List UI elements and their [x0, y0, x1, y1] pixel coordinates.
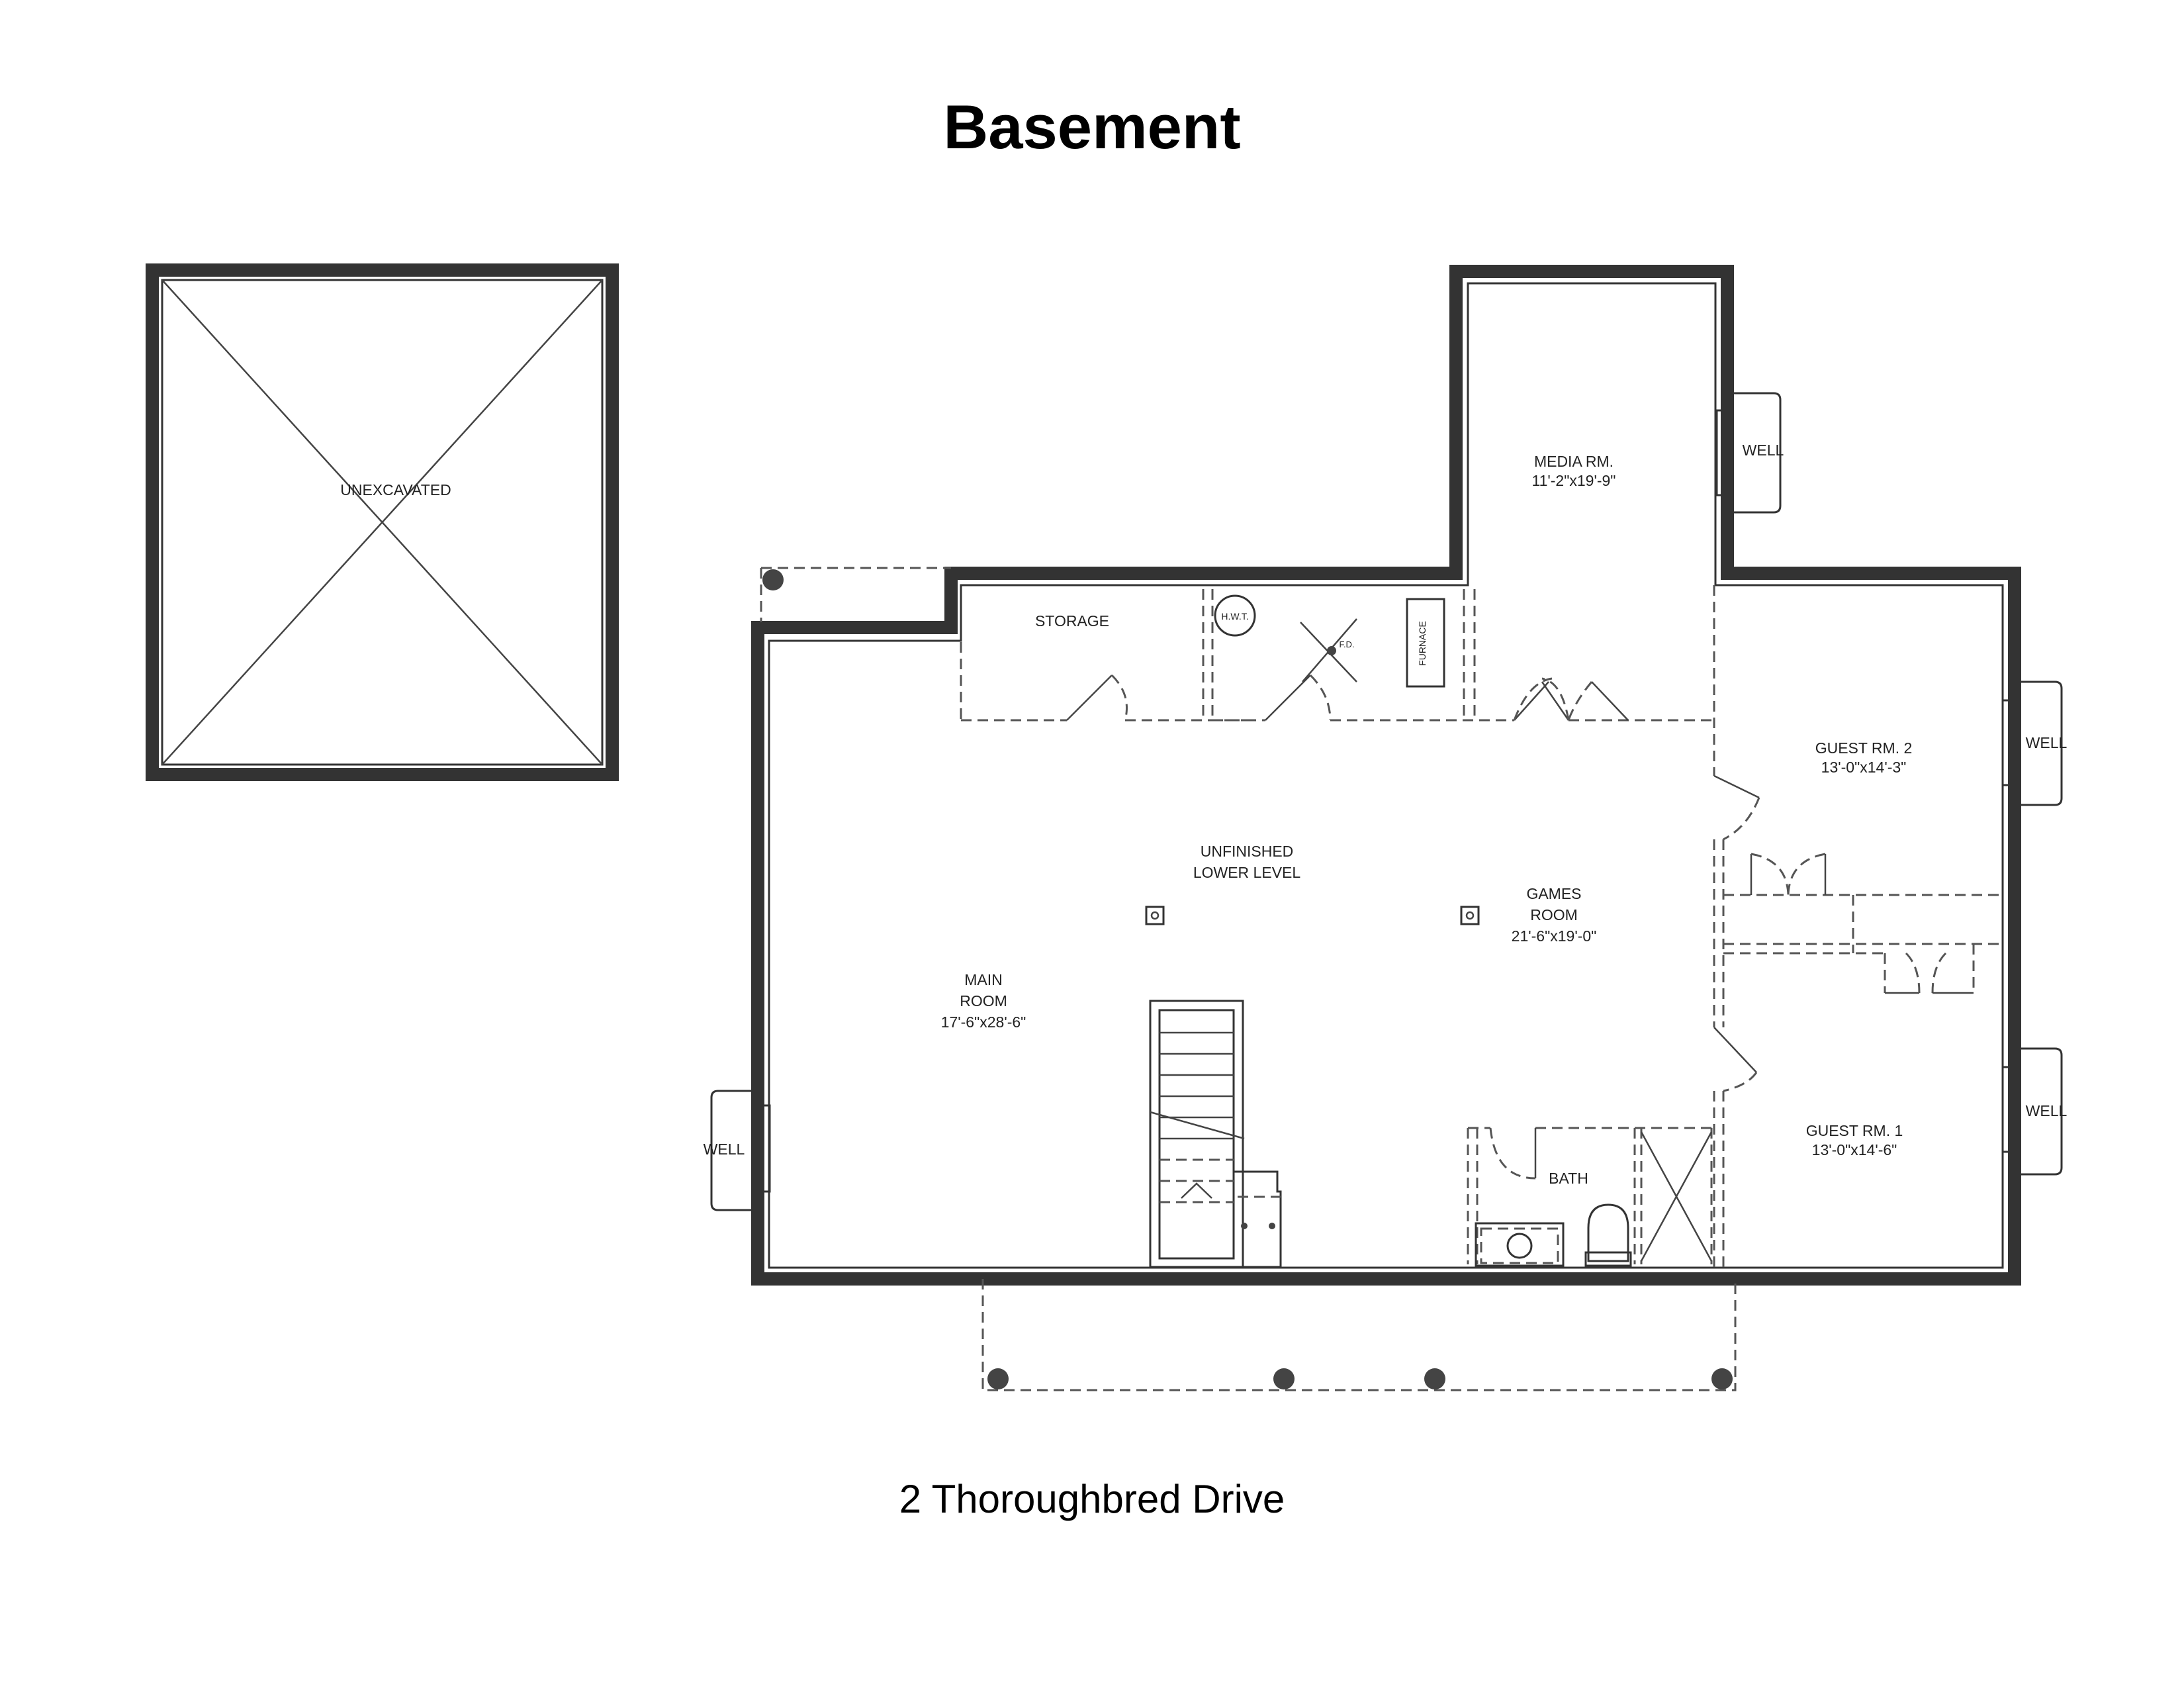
main-room-line-2: ROOM	[960, 992, 1007, 1009]
guest-room-2-name: GUEST RM. 2	[1815, 739, 1913, 757]
unfinished-line-1: UNFINISHED	[1201, 843, 1294, 860]
guest-partitions	[1713, 585, 2003, 1268]
guest-room-1-dims: 13'-0"x14'-6"	[1812, 1141, 1897, 1158]
games-room-line-1: GAMES	[1526, 885, 1581, 902]
well-guest1: WELL	[2001, 1047, 2068, 1176]
bath-label: BATH	[1549, 1170, 1588, 1187]
guest-room-2-dims: 13'-0"x14'-3"	[1821, 759, 1907, 776]
storage-row: H.W.T. F.D. FURNACE	[960, 589, 1714, 722]
well-guest2: WELL	[2001, 680, 2068, 806]
games-room-line-2: ROOM	[1530, 906, 1578, 923]
staircase	[1149, 1000, 1282, 1268]
media-room-name: MEDIA RM.	[1534, 453, 1614, 470]
floor-drains	[1145, 906, 1480, 925]
front-porch	[981, 1279, 1737, 1391]
house-outline	[751, 265, 2021, 1286]
storage-label: STORAGE	[1035, 612, 1109, 630]
well-main: WELL	[704, 1090, 771, 1211]
hwt-label: H.W.T.	[1221, 611, 1248, 622]
games-room-dims: 21'-6"x19'-0"	[1512, 927, 1597, 945]
well-label: WELL	[704, 1141, 745, 1158]
well-label: WELL	[2026, 734, 2068, 751]
address-caption: 2 Thoroughbred Drive	[899, 1477, 1285, 1521]
well-label: WELL	[1743, 442, 1784, 459]
unfinished-line-2: LOWER LEVEL	[1193, 864, 1301, 881]
main-room-line-1: MAIN	[964, 971, 1003, 988]
unexcavated-label: UNEXCAVATED	[340, 481, 451, 498]
well-media: WELL	[1715, 392, 1784, 514]
media-room-dims: 11'-2"x19'-9"	[1532, 472, 1616, 489]
furnace-label: FURNACE	[1417, 621, 1428, 666]
fd-label: F.D.	[1339, 639, 1354, 649]
main-room-dims: 17'-6"x28'-6"	[941, 1013, 1026, 1031]
guest-room-1-name: GUEST RM. 1	[1806, 1122, 1903, 1139]
well-label: WELL	[2026, 1102, 2068, 1119]
page-title: Basement	[943, 92, 1241, 162]
unexcavated-area: UNEXCAVATED	[146, 263, 619, 781]
bath-area	[1467, 1127, 1713, 1267]
